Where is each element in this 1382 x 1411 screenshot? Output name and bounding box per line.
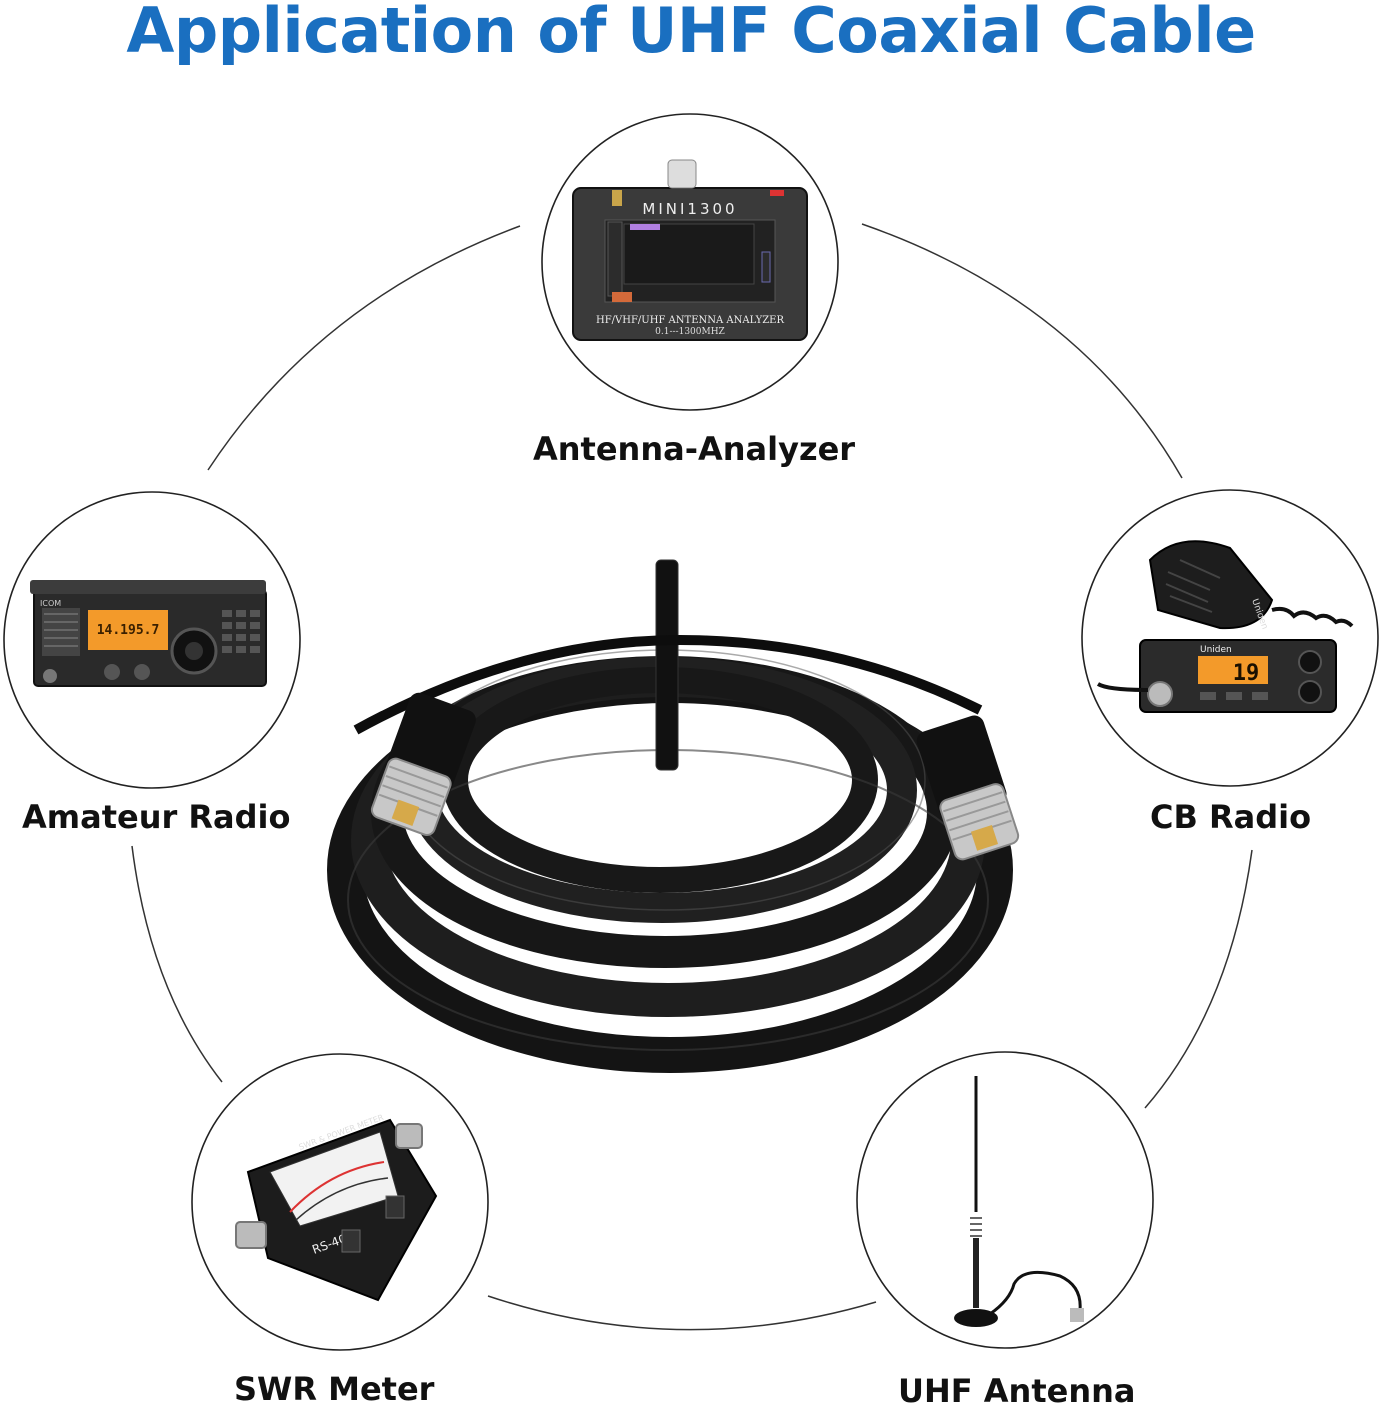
cb-channel: 19 xyxy=(1233,661,1260,686)
circle-cb xyxy=(1081,489,1379,787)
arc-cb-uhf xyxy=(1144,849,1253,1109)
amateur-radio-image: ICOM 14.195.7 xyxy=(30,580,267,687)
arc-analyzer-cb xyxy=(861,223,1183,479)
label-swr-meter: SWR Meter xyxy=(234,1370,435,1408)
analyzer-device-image: MINI1300 HF/VHF/UHF ANTENNA ANALYZER 0.1… xyxy=(572,159,808,341)
circle-uhf xyxy=(856,1051,1154,1349)
label-antenna-analyzer: Antenna-Analyzer xyxy=(533,430,856,468)
analyzer-range: 0.1---1300MHZ xyxy=(655,327,725,337)
label-cb-radio: CB Radio xyxy=(1150,798,1312,836)
page-title: Application of UHF Coaxial Cable xyxy=(126,0,1256,67)
arc-swr-uhf xyxy=(487,1295,877,1331)
amateur-brand: ICOM xyxy=(40,599,61,608)
analyzer-caption: HF/VHF/UHF ANTENNA ANALYZER xyxy=(596,315,784,326)
arc-amateur-swr xyxy=(131,845,223,1083)
connector-arcs xyxy=(131,223,1253,1331)
swr-meter-image: SWR & POWER METER RS-40 xyxy=(235,1113,438,1302)
uhf-antenna-image xyxy=(954,1076,1084,1327)
cb-radio-image: Uniden 19 Uniden xyxy=(1096,540,1354,713)
arc-analyzer-amateur xyxy=(207,225,521,471)
label-amateur-radio: Amateur Radio xyxy=(22,798,291,836)
coiled-cable-image xyxy=(327,559,1020,1073)
label-uhf-antenna: UHF Antenna xyxy=(898,1372,1136,1410)
amateur-frequency: 14.195.7 xyxy=(97,623,160,638)
cb-brand: Uniden xyxy=(1200,645,1232,655)
analyzer-brand: MINI1300 xyxy=(642,200,737,218)
